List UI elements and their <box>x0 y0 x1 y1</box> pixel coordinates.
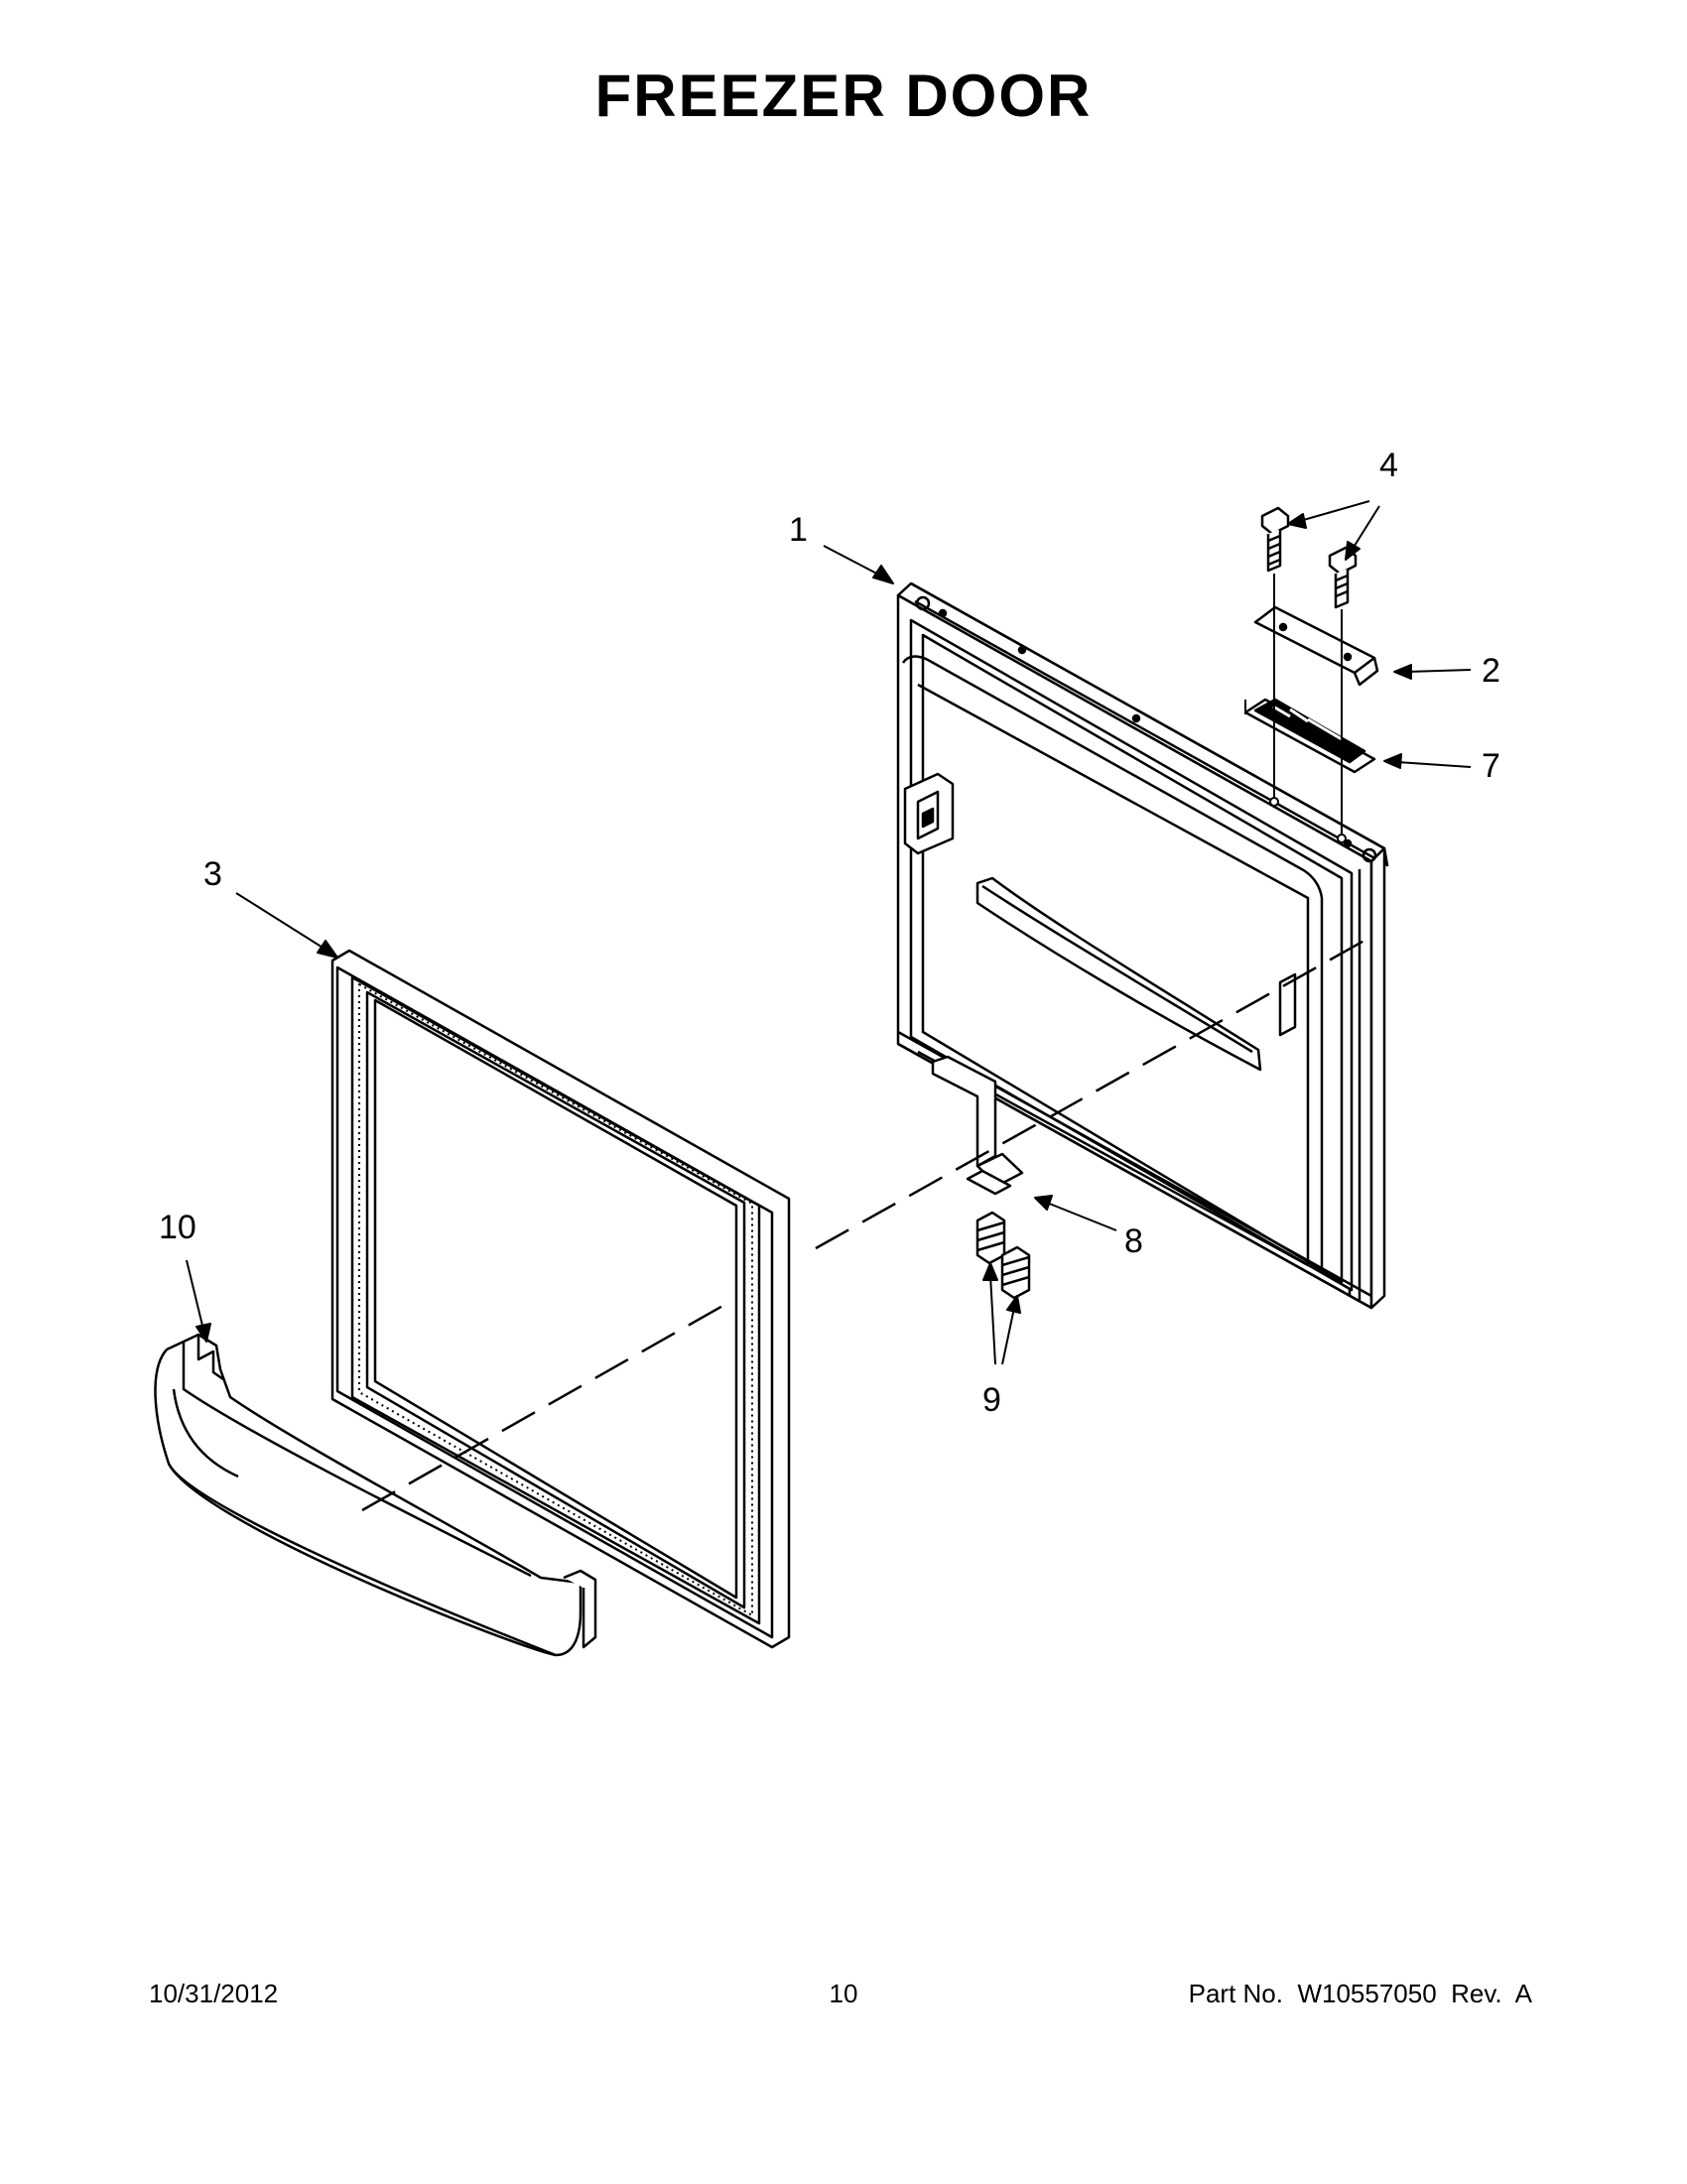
callout-leaders <box>186 500 1472 1365</box>
callout-4: 4 <box>1379 447 1398 484</box>
alignment-lines <box>1244 574 1347 843</box>
callout-3: 3 <box>203 855 222 893</box>
callout-10: 10 <box>159 1209 196 1246</box>
door-bin <box>154 1333 597 1657</box>
footer-date: 10/31/2012 <box>149 1979 279 2008</box>
callout-8: 8 <box>1124 1222 1143 1260</box>
hinge-cover-plate <box>1253 605 1379 687</box>
callout-9: 9 <box>982 1381 1001 1419</box>
hinge-screws <box>1260 506 1358 609</box>
footer-page-number: 10 <box>829 1979 858 2008</box>
callout-1: 1 <box>789 511 808 549</box>
freezer-door-panel <box>896 581 1389 1310</box>
callout-2: 2 <box>1482 652 1500 690</box>
footer-part-number: Part No. W10557050 Rev. A <box>1188 1979 1532 2008</box>
bottom-hinge-screws <box>975 1211 1031 1300</box>
door-gasket <box>330 949 791 1649</box>
bottom-hinge <box>931 1055 1024 1196</box>
page-title: FREEZER DOOR <box>594 63 1093 129</box>
callout-7: 7 <box>1482 747 1500 785</box>
hinge-shim <box>1243 698 1376 774</box>
assembly-axes <box>361 936 1370 1512</box>
callout-labels: 1 2 3 4 7 8 9 10 <box>159 447 1500 1419</box>
